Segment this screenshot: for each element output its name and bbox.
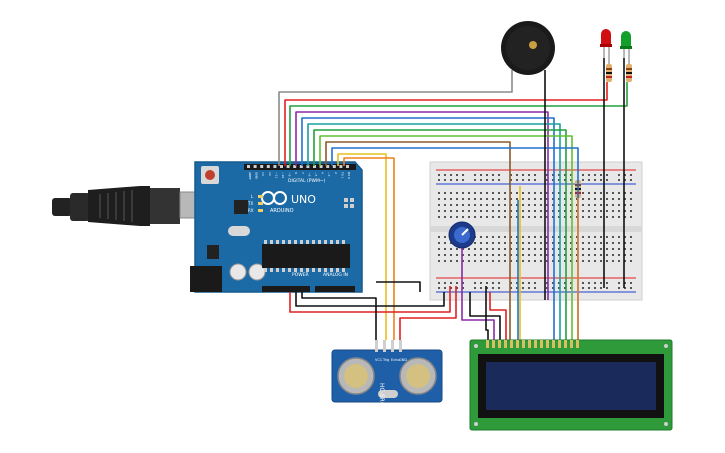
header-pin [273, 165, 277, 168]
power-header [262, 286, 310, 292]
header-pin [319, 165, 323, 168]
power-label: POWER [292, 272, 309, 278]
header-pin [346, 165, 349, 168]
arduino-model-text: UNO [291, 193, 316, 206]
lcd-pin [558, 340, 561, 348]
lcd-pin [540, 340, 543, 348]
power-jack [190, 266, 222, 292]
header-pin [286, 165, 290, 168]
header-pin [332, 165, 336, 168]
pin-label: ~9 [288, 172, 292, 177]
header-pin [266, 165, 270, 168]
svg-text:TX: TX [247, 201, 253, 206]
header-pin [247, 165, 250, 168]
pin-label: RX 0 [347, 172, 351, 179]
pin-label: 13 [261, 172, 265, 176]
pin-label: ~10 [281, 172, 285, 178]
microcontroller-chip [262, 244, 350, 268]
header-pin [326, 165, 330, 168]
pin-label: GND [255, 172, 259, 180]
lcd-pin [492, 340, 495, 348]
lcd-16x2-display [469, 339, 673, 431]
analog-header [315, 286, 355, 292]
lcd-pin [546, 340, 549, 348]
pin-label: 7 [301, 172, 305, 174]
pin-label: 2 [334, 172, 338, 174]
digital-label: DIGITAL (PWM~) [288, 178, 326, 184]
lcd-pin [528, 340, 531, 348]
svg-text:GND: GND [399, 358, 407, 362]
pin-label: ~5 [314, 172, 318, 177]
lcd-pin [552, 340, 555, 348]
lcd-pin [576, 340, 579, 348]
arduino-brand-text: ARDUINO [270, 208, 294, 214]
svg-text:Trig: Trig [382, 358, 389, 362]
header-pin [299, 165, 303, 168]
resistor-green-led [626, 64, 632, 82]
pin-label: AREF [248, 172, 252, 180]
header-pin [253, 165, 257, 168]
svg-text:Echo: Echo [391, 358, 400, 362]
lcd-pin [510, 340, 513, 348]
header-pin [306, 165, 310, 168]
analog-label: ANALOG IN [323, 272, 348, 278]
header-pin [260, 165, 264, 168]
lcd-screen [486, 362, 656, 410]
lcd-pin [486, 340, 489, 348]
header-pin [293, 165, 297, 168]
pin-label: ~11 [274, 172, 278, 178]
pin-label: ~3 [327, 172, 331, 177]
lcd-pin [534, 340, 537, 348]
lcd-pin [516, 340, 519, 348]
header-pin [339, 165, 343, 168]
svg-text:L: L [251, 194, 254, 199]
lcd-pin [570, 340, 573, 348]
svg-text:RX: RX [248, 208, 254, 213]
lcd-pin [504, 340, 507, 348]
icsp-header [344, 198, 354, 208]
lcd-pin [498, 340, 501, 348]
onboard-leds: L TX RX [247, 194, 263, 213]
potentiometer [448, 221, 476, 249]
led-green [620, 31, 632, 64]
pin-label: 8 [294, 172, 298, 174]
pin-label: 12 [268, 172, 272, 176]
pin-label: 4 [321, 172, 325, 174]
wires [278, 58, 628, 340]
lcd-pin [564, 340, 567, 348]
svg-text:VCC: VCC [375, 358, 383, 362]
lcd-pin [522, 340, 525, 348]
resistor-red-led [606, 64, 612, 82]
header-pin [280, 165, 283, 168]
usb-cable [52, 186, 211, 226]
ultrasonic-model-text: HC-SR04 [378, 383, 385, 410]
piezo-buzzer [501, 21, 555, 75]
hc-sr04-ultrasonic-sensor: HC-SR04 VCC Trig Echo GND [331, 340, 443, 410]
pin-label: ~6 [307, 172, 311, 177]
pin-label: TX 1 [340, 171, 344, 179]
led-red [600, 29, 612, 64]
header-pin [313, 165, 316, 168]
